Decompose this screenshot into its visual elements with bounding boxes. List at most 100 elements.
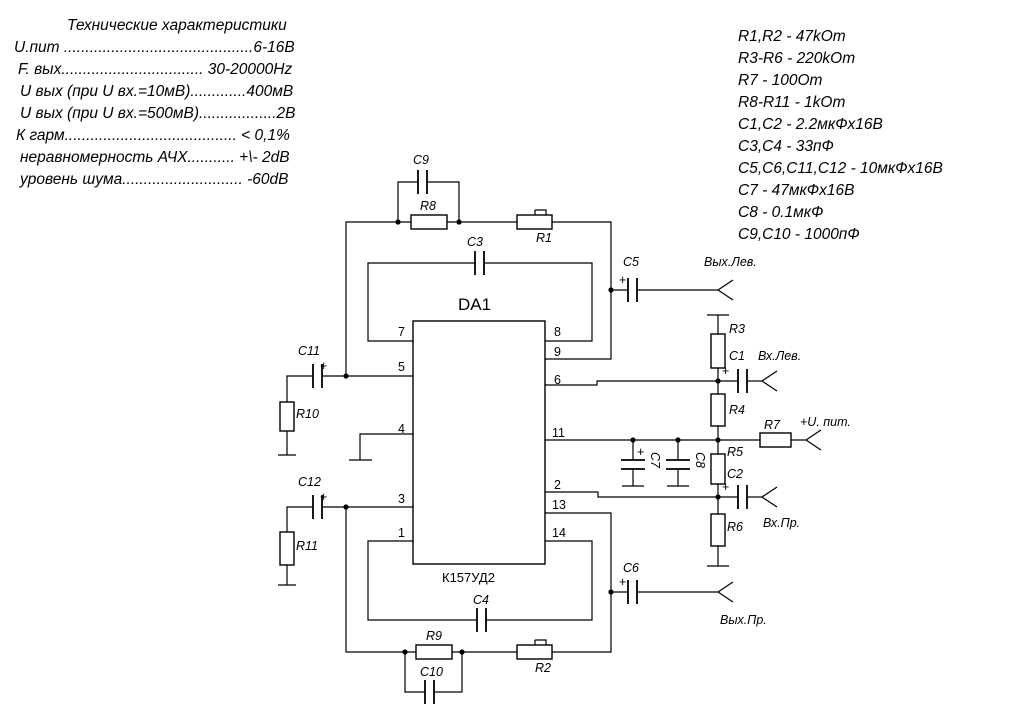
ref-c1: C1 (729, 349, 745, 363)
capacitor-c5 (627, 278, 638, 302)
ref-r3: R3 (729, 322, 745, 336)
ref-c11: C11 (298, 344, 320, 358)
spec-line: F. вых................................. … (18, 61, 292, 78)
port-input-left: Вх.Лев. (758, 349, 801, 363)
ref-r8: R8 (420, 199, 436, 213)
chip-body (412, 320, 546, 565)
resistor-r7 (759, 432, 792, 448)
chip-part-number: К157УД2 (442, 570, 495, 585)
ref-r5: R5 (727, 445, 743, 459)
spec-line: К гарм..................................… (16, 127, 290, 144)
pin-label: 1 (398, 526, 405, 540)
specs-title: Технические характеристики (67, 17, 287, 34)
parts-list-item: R3-R6 - 220kOm (738, 50, 855, 67)
specifications-block: Технические характеристики U.пит .......… (14, 17, 295, 188)
parts-list-item: C3,C4 - 33пФ (738, 138, 834, 155)
plus-sign: + (320, 359, 327, 373)
resistor-r4 (710, 393, 726, 427)
ref-r10: R10 (296, 407, 319, 421)
ref-r4: R4 (729, 403, 745, 417)
polarity-marks: + + + + + + + (320, 273, 729, 589)
capacitor-c6 (627, 580, 638, 604)
ref-r2: R2 (535, 661, 551, 675)
resistor-r5 (710, 453, 726, 485)
pin-label: 9 (554, 345, 561, 359)
port-output-right: Вых.Пр. (720, 613, 767, 627)
pin-label: 6 (554, 373, 561, 387)
ref-c8: C8 (693, 452, 707, 468)
chip-ref: DA1 (458, 295, 491, 314)
ref-c9: C9 (413, 153, 429, 167)
pin-label: 2 (554, 478, 561, 492)
resistor-r11 (279, 531, 295, 566)
port-output-left: Вых.Лев. (704, 255, 757, 269)
port-input-right: Вх.Пр. (763, 516, 800, 530)
output-right-connector (716, 581, 734, 603)
capacitor-c11 (312, 364, 323, 388)
junctions (343, 219, 721, 655)
plus-sign: + (619, 273, 626, 287)
chip-da1: DA1 К157УД2 7 5 4 3 1 8 9 6 11 2 13 14 (398, 295, 566, 585)
pin-label: 14 (552, 526, 566, 540)
reference-designators: C9 R8 R1 C3 C5 C11 R10 C12 R11 R3 C1 R4 … (296, 153, 781, 679)
pin-label: 3 (398, 492, 405, 506)
resistor-r8 (410, 214, 448, 230)
spec-line: U.пит ..................................… (14, 39, 295, 56)
resistor-r1 (516, 214, 553, 230)
plus-sign: + (637, 445, 644, 459)
parts-list-item: R8-R11 - 1kOm (738, 94, 845, 111)
capacitors (312, 170, 748, 704)
capacitor-c3 (474, 251, 485, 275)
input-left-connector (760, 370, 778, 392)
plus-sign: + (619, 575, 626, 589)
capacitor-c10 (424, 680, 435, 704)
connector-symbols (716, 279, 822, 603)
capacitor-c4 (476, 608, 487, 632)
capacitor-c2 (737, 485, 748, 509)
port-supply: +U. пит. (800, 415, 851, 429)
ref-r9: R9 (426, 629, 442, 643)
plus-sign: + (320, 490, 327, 504)
parts-list: R1,R2 - 47kOm R3-R6 - 220kOm R7 - 100Om … (738, 28, 943, 243)
ref-c10: C10 (420, 665, 443, 679)
capacitor-c8 (666, 459, 690, 470)
plus-sign: + (722, 480, 729, 494)
spec-line: неравномерность АЧХ........... +\- 2dB (20, 149, 290, 166)
resistor-r3 (710, 333, 726, 369)
resistor-r6 (710, 513, 726, 547)
ref-c3: C3 (467, 235, 483, 249)
resistor-r10 (279, 401, 295, 432)
parts-list-item: C8 - 0.1мкФ (738, 204, 823, 221)
parts-list-item: C9,C10 - 1000пФ (738, 226, 860, 243)
spec-line: U вых (при U вх.=10мВ).............400мВ (20, 83, 293, 100)
ref-c5: C5 (623, 255, 639, 269)
parts-list-item: C5,C6,C11,C12 - 10мкФх16В (738, 160, 943, 177)
capacitor-c12 (312, 495, 323, 519)
pin-label: 13 (552, 498, 566, 512)
ref-r11: R11 (296, 539, 318, 553)
capacitor-c9 (417, 170, 428, 194)
ref-c6: C6 (623, 561, 639, 575)
supply-connector (804, 429, 822, 451)
ref-r7: R7 (764, 418, 781, 432)
resistors (279, 214, 792, 660)
pin-label: 7 (398, 325, 405, 339)
port-labels: Вых.Лев. Вх.Лев. +U. пит. Вх.Пр. Вых.Пр. (704, 255, 851, 627)
pin-label: 4 (398, 422, 405, 436)
pin-label: 5 (398, 360, 405, 374)
ref-c2: C2 (727, 467, 743, 481)
spec-line: U вых (при U вх.=500мВ).................… (20, 105, 295, 122)
ref-r1: R1 (536, 231, 552, 245)
output-left-connector (716, 279, 734, 301)
ref-c7: C7 (648, 452, 662, 469)
pin-label: 8 (554, 325, 561, 339)
parts-list-item: C7 - 47мкФх16В (738, 182, 854, 199)
capacitor-c1 (737, 369, 748, 393)
plus-sign: + (722, 364, 729, 378)
ref-c12: C12 (298, 475, 321, 489)
spec-line: уровень шума............................… (19, 171, 288, 188)
parts-list-item: C1,C2 - 2.2мкФх16В (738, 116, 883, 133)
ref-r6: R6 (727, 520, 743, 534)
parts-list-item: R1,R2 - 47kOm (738, 28, 846, 45)
